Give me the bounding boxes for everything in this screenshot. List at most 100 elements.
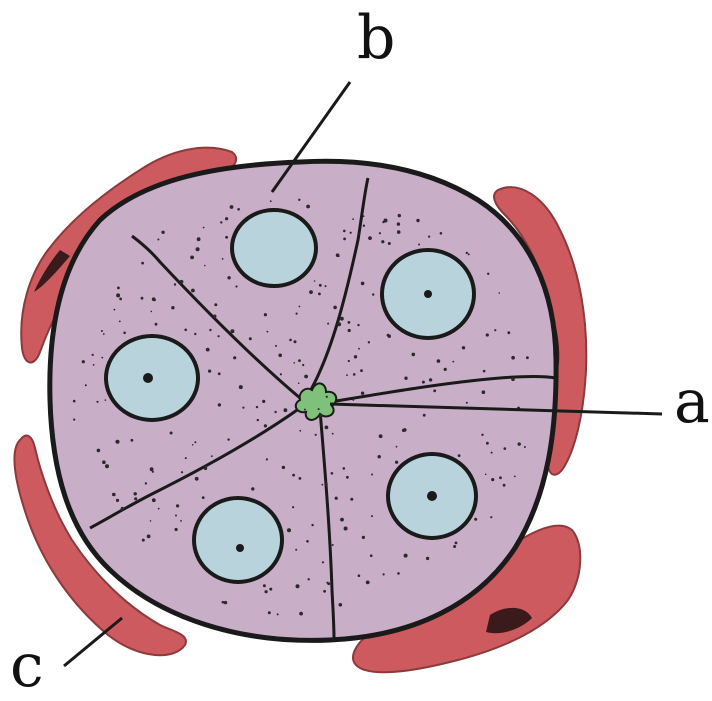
stipple-dot <box>208 370 211 373</box>
stipple-dot <box>326 582 328 584</box>
stipple-dot <box>298 359 301 362</box>
stipple-dot <box>397 572 400 575</box>
stipple-dot <box>350 498 353 501</box>
stipple-dot <box>481 434 483 436</box>
stipple-dot <box>292 506 294 508</box>
stipple-dot <box>468 253 470 255</box>
stipple-dot <box>196 247 200 251</box>
stipple-dot <box>319 414 323 418</box>
stipple-dot <box>402 429 405 432</box>
stipple-dot <box>184 329 187 332</box>
stipple-dot <box>192 444 194 446</box>
stipple-dot <box>299 612 303 616</box>
stipple-dot <box>114 309 116 311</box>
stipple-dot <box>218 335 220 337</box>
stipple-dot <box>174 283 176 285</box>
stipple-dot <box>354 355 357 358</box>
stipple-dot <box>343 230 346 233</box>
stipple-dot <box>384 219 388 223</box>
stipple-dot <box>387 334 390 337</box>
stipple-dot <box>292 474 295 477</box>
stipple-dot <box>332 544 334 546</box>
stipple-dot <box>362 536 365 539</box>
stipple-dot <box>440 232 443 235</box>
stipple-dot <box>293 362 295 364</box>
stipple-dot <box>325 285 327 287</box>
stipple-dot <box>152 471 154 473</box>
nucleus-left <box>106 336 198 420</box>
stipple-dot <box>433 389 436 392</box>
stipple-dot <box>131 439 134 442</box>
stipple-dot <box>93 364 95 366</box>
stipple-dot <box>418 244 420 246</box>
stipple-dot <box>346 476 349 479</box>
stipple-dot <box>372 293 374 295</box>
stipple-dot <box>237 208 240 211</box>
nucleus-bottom <box>194 498 282 582</box>
stipple-dot <box>203 227 205 229</box>
stipple-dot <box>358 574 361 577</box>
stipple-dot <box>308 578 310 580</box>
stipple-dot <box>235 285 237 287</box>
stipple-dot <box>302 364 304 366</box>
stipple-dot <box>275 345 277 347</box>
stipple-dot <box>514 476 516 478</box>
stipple-dot <box>170 432 173 435</box>
stipple-dot <box>265 590 268 593</box>
stipple-dot <box>190 256 194 260</box>
stipple-dot <box>503 484 506 487</box>
stipple-dot <box>396 446 398 448</box>
stipple-dot <box>343 467 346 470</box>
stipple-dot <box>296 313 298 315</box>
stipple-dot <box>494 329 496 331</box>
stipple-dot <box>96 401 98 403</box>
stipple-dot <box>315 434 317 436</box>
stipple-dot <box>296 584 300 588</box>
stipple-dot <box>101 330 103 332</box>
stipple-dot <box>343 238 346 241</box>
stipple-dot <box>274 411 276 413</box>
nucleus-upper-right <box>382 250 474 338</box>
stipple-dot <box>482 390 486 394</box>
stipple-dot <box>352 218 354 220</box>
stipple-dot <box>371 515 373 517</box>
stipple-dot <box>371 474 373 476</box>
stipple-dot <box>326 396 328 398</box>
stipple-dot <box>171 306 174 309</box>
stipple-dot <box>491 452 493 454</box>
stipple-dot <box>116 499 119 502</box>
stipple-dot <box>366 581 370 585</box>
stipple-dot <box>311 524 313 526</box>
stipple-dot <box>155 323 158 326</box>
stipple-dot <box>322 484 324 486</box>
stipple-dot <box>194 333 196 335</box>
stipple-dot <box>295 549 297 551</box>
stipple-dot <box>161 231 164 234</box>
stipple-dot <box>105 464 109 468</box>
stipple-dot <box>194 441 196 443</box>
stipple-dot <box>444 368 447 371</box>
stipple-dot <box>97 449 101 453</box>
stipple-dot <box>123 332 126 335</box>
stipple-dot <box>397 230 401 234</box>
stipple-dot <box>211 455 213 457</box>
stipple-dot <box>358 348 360 350</box>
stipple-dot <box>357 233 359 235</box>
stipple-dot <box>507 331 510 334</box>
stipple-dot <box>323 590 326 593</box>
stipple-dot <box>197 237 201 241</box>
stipple-dot <box>242 407 244 409</box>
stipple-dot <box>352 399 354 401</box>
stipple-dot <box>490 516 492 518</box>
stipple-dot <box>264 313 267 316</box>
stipple-dot <box>340 518 344 522</box>
stipple-dot <box>158 508 160 510</box>
stipple-dot <box>462 346 465 349</box>
stipple-dot <box>175 528 178 531</box>
stipple-dot <box>314 280 316 282</box>
stipple-dot <box>306 540 309 543</box>
label-c: c <box>10 636 44 696</box>
stipple-dot <box>335 497 338 500</box>
stipple-dot <box>222 601 225 604</box>
stipple-dot <box>134 492 137 495</box>
